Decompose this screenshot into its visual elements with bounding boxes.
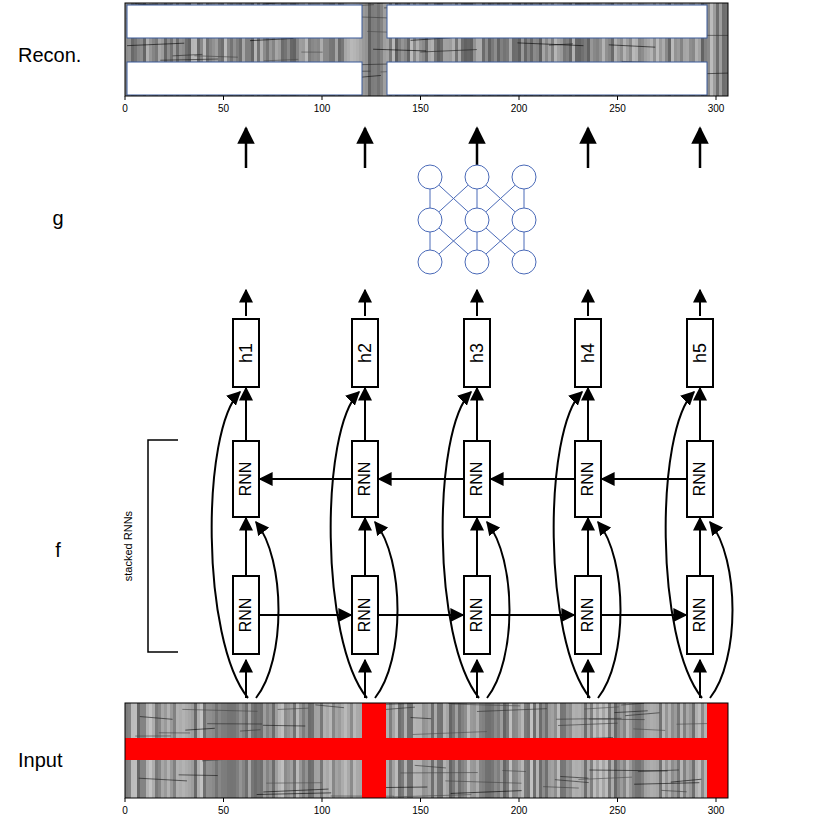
hidden-state-box: h3: [463, 318, 491, 388]
flow-arrow: [364, 518, 366, 575]
flow-arrow: [476, 388, 478, 440]
output-arrows: [246, 128, 700, 168]
row-label: g: [52, 207, 63, 229]
flow-arrow: [699, 388, 701, 440]
rnn-box: RNN: [351, 440, 379, 518]
rnn-box: RNN: [686, 440, 714, 518]
flow-arrow: [699, 518, 701, 575]
flow-arrow: [260, 614, 351, 616]
rnn-box: RNN: [351, 575, 379, 655]
hidden-state-box: h4: [574, 318, 602, 388]
flow-arrow: [491, 478, 574, 480]
flow-arrow: [602, 478, 686, 480]
box-label: h5: [691, 343, 709, 363]
box-label: RNN: [469, 598, 485, 633]
h-output-arrows: [246, 290, 700, 316]
row-label: Recon.: [18, 44, 81, 66]
mlp-network: [418, 165, 536, 274]
bracket: [148, 440, 178, 652]
rnn-box: RNN: [574, 575, 602, 655]
tick-label: 100: [314, 805, 331, 816]
row-label: Input: [18, 749, 62, 771]
flow-arrow: [379, 478, 463, 480]
tick-label: 100: [314, 103, 331, 114]
flow-arrow: [245, 518, 247, 575]
input-arrows: [246, 660, 700, 698]
input-mask: [125, 703, 728, 798]
rnn-box: RNN: [232, 440, 260, 518]
box-label: RNN: [357, 462, 373, 497]
rnn-box: RNN: [463, 440, 491, 518]
box-label: h4: [579, 343, 597, 363]
box-label: h1: [237, 343, 255, 363]
tick-label: 150: [412, 103, 429, 114]
rnn-box: RNN: [463, 575, 491, 655]
tick-label: 250: [609, 805, 626, 816]
hidden-state-box: h5: [686, 318, 714, 388]
recon-mask-end: [729, 5, 730, 6]
spectrogram-texture: [125, 703, 728, 798]
tick-label: 50: [218, 805, 229, 816]
tick-label: 300: [708, 103, 725, 114]
flow-arrow: [379, 614, 463, 616]
rnn-box: RNN: [232, 575, 260, 655]
flow-arrow: [245, 388, 247, 440]
flow-arrow: [587, 518, 589, 575]
flow-arrow: [364, 388, 366, 440]
box-label: RNN: [357, 598, 373, 633]
row-label: f: [55, 539, 61, 561]
box-label: RNN: [580, 462, 596, 497]
flow-arrow: [491, 614, 574, 616]
tick-label: 150: [412, 805, 429, 816]
flow-arrow: [587, 388, 589, 440]
tick-label: 300: [708, 805, 725, 816]
box-label: h3: [468, 343, 486, 363]
recon-spectrogram: [125, 3, 728, 96]
bracket-label: stacked RNNs: [122, 511, 134, 581]
tick-label: 0: [122, 103, 128, 114]
box-label: RNN: [692, 462, 708, 497]
rnn-box: RNN: [574, 440, 602, 518]
hidden-state-box: h1: [232, 318, 260, 388]
tick-marks: [125, 96, 716, 802]
flow-arrow: [602, 614, 686, 616]
box-label: RNN: [580, 598, 596, 633]
box-label: h2: [356, 343, 374, 363]
rnn-box: RNN: [686, 575, 714, 655]
recon-mask: [127, 5, 707, 95]
tick-label: 200: [511, 103, 528, 114]
tick-label: 250: [609, 103, 626, 114]
spectrogram-texture: [125, 3, 728, 96]
hidden-state-box: h2: [351, 318, 379, 388]
box-label: RNN: [469, 462, 485, 497]
box-label: RNN: [692, 598, 708, 633]
box-label: RNN: [238, 462, 254, 497]
input-spectrogram: [125, 703, 728, 798]
flow-arrow: [260, 478, 351, 480]
tick-label: 50: [218, 103, 229, 114]
skip-connections: [212, 392, 733, 698]
tick-label: 200: [511, 805, 528, 816]
box-label: RNN: [238, 598, 254, 633]
tick-label: 0: [122, 805, 128, 816]
flow-arrow: [476, 518, 478, 575]
